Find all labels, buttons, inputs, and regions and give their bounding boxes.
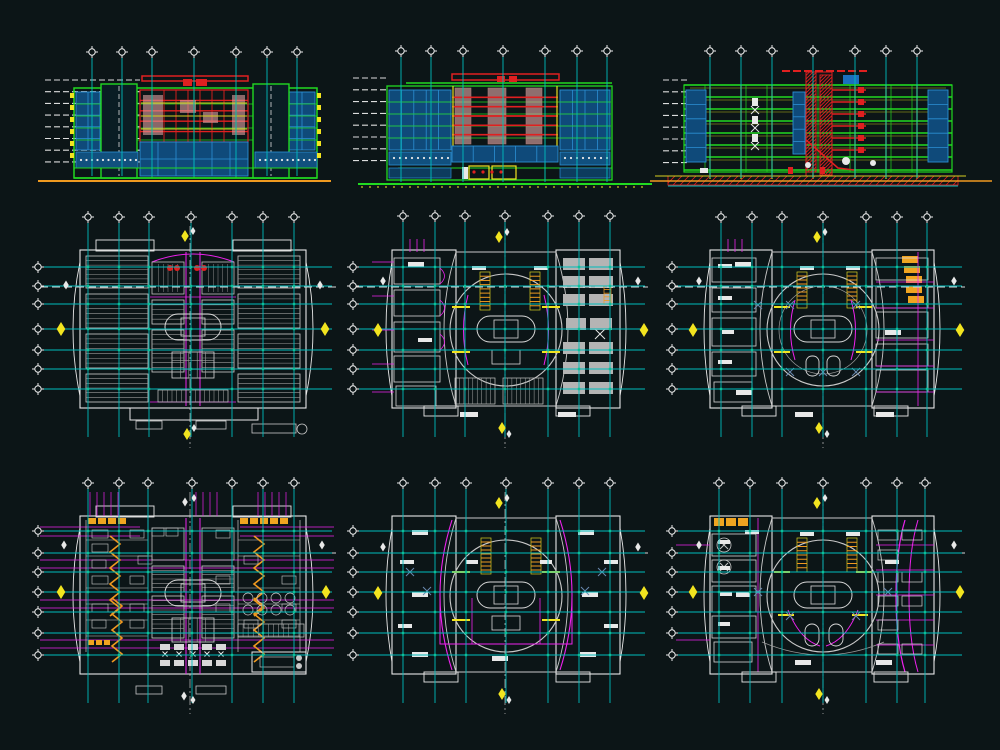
floor-plan-auditorium <box>32 211 336 448</box>
building-section <box>650 45 992 187</box>
rear-elevation <box>353 45 652 188</box>
floor-plan-typical-b <box>666 211 965 448</box>
front-elevation <box>38 46 331 182</box>
floor-plan-typical-c <box>347 477 649 714</box>
floor-plan-typical-a <box>347 210 649 448</box>
floor-plan-furnished <box>32 477 336 714</box>
floor-plan-typical-d <box>666 477 965 714</box>
